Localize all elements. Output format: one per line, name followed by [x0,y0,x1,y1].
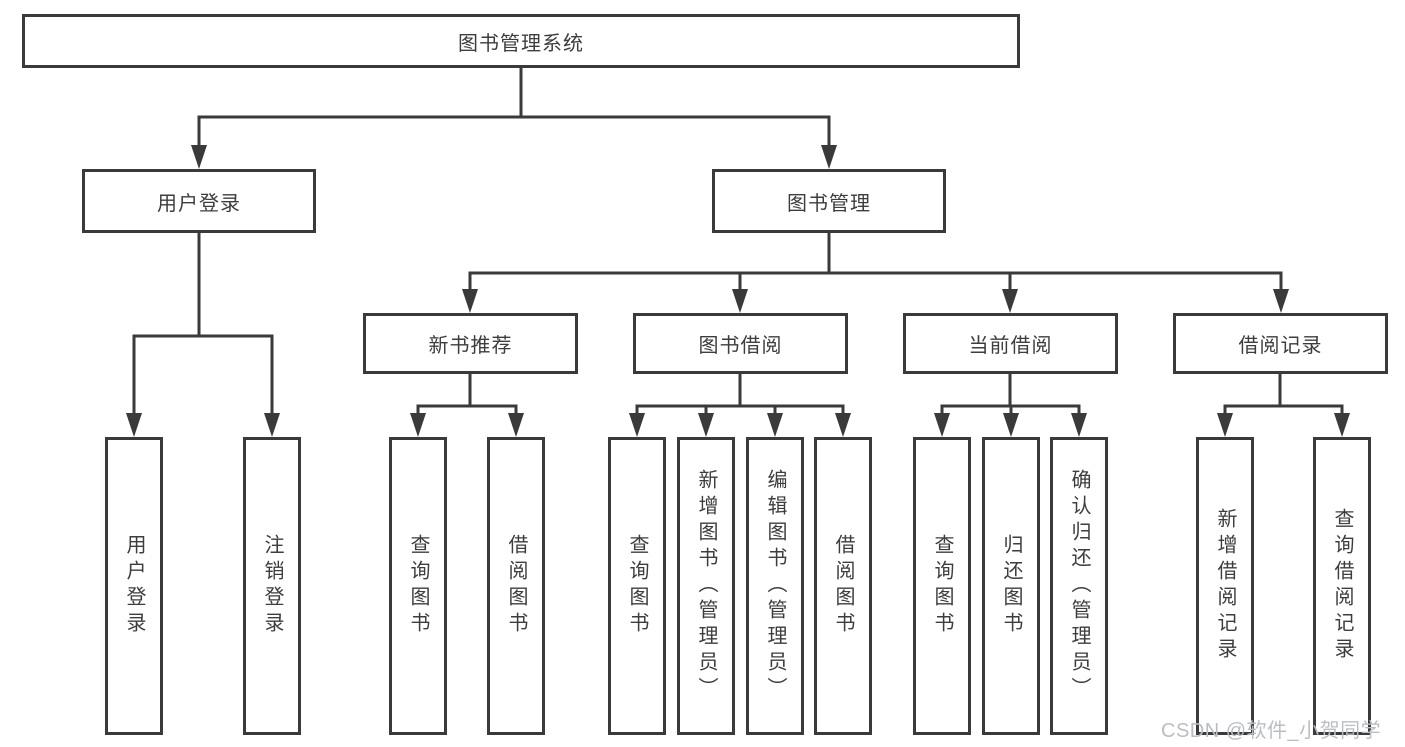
node-new-book-recommend-label: 新书推荐 [428,335,513,357]
node-book-borrowing: 图书借阅 [633,313,848,374]
node-book-management: 图书管理 [712,169,946,233]
node-library-management-system: 图书管理系统 [22,14,1020,68]
csdn-watermark: CSDN @软件_小贺同学 [1161,720,1382,742]
node-library-management-system-label: 图书管理系统 [458,32,584,55]
node-leaf-bw-borrow-books: 借阅图书 [814,437,872,735]
node-leaf-cur-return-books: 归还图书 [982,437,1040,735]
node-book-management-label: 图书管理 [787,192,871,215]
node-book-borrowing-label: 图书借阅 [698,335,783,357]
node-leaf-bw-query-books: 查询图书 [608,437,666,735]
node-leaf-bw-edit-books: 编辑图书（管理员） [746,437,804,735]
node-leaf-logout-label: 注销登录 [261,534,283,638]
node-user-login-label: 用户登录 [157,192,241,215]
node-borrow-records-label: 借阅记录 [1238,335,1323,357]
node-leaf-cur-confirm-return: 确认归还（管理员） [1050,437,1108,735]
node-leaf-logout: 注销登录 [243,437,301,735]
node-leaf-nb-borrow-books: 借阅图书 [487,437,545,735]
node-leaf-rec-query-record: 查询借阅记录 [1313,437,1371,735]
arrowheads [126,145,1350,437]
node-leaf-cur-query-books: 查询图书 [913,437,971,735]
node-leaf-rec-add-record-label: 新增借阅记录 [1214,508,1236,664]
node-leaf-user-login: 用户登录 [105,437,163,735]
node-leaf-bw-add-books: 新增图书（管理员） [677,437,735,735]
node-leaf-cur-confirm-return-label: 确认归还（管理员） [1068,469,1090,703]
node-leaf-rec-add-record: 新增借阅记录 [1196,437,1254,735]
node-borrow-records: 借阅记录 [1173,313,1388,374]
node-current-borrowing-label: 当前借阅 [968,335,1053,357]
node-leaf-cur-query-books-label: 查询图书 [931,534,953,638]
node-leaf-rec-query-record-label: 查询借阅记录 [1331,508,1353,664]
node-new-book-recommend: 新书推荐 [363,313,578,374]
node-leaf-bw-query-books-label: 查询图书 [626,534,648,638]
node-leaf-bw-add-books-label: 新增图书（管理员） [695,469,717,703]
node-leaf-bw-borrow-books-label: 借阅图书 [832,534,854,638]
node-current-borrowing: 当前借阅 [903,313,1118,374]
node-leaf-user-login-label: 用户登录 [123,534,145,638]
node-leaf-bw-edit-books-label: 编辑图书（管理员） [764,469,786,703]
node-user-login: 用户登录 [82,169,316,233]
node-leaf-nb-query-books-label: 查询图书 [407,534,429,638]
node-leaf-nb-borrow-books-label: 借阅图书 [505,534,527,638]
node-leaf-cur-return-books-label: 归还图书 [1000,534,1022,638]
node-leaf-nb-query-books: 查询图书 [389,437,447,735]
